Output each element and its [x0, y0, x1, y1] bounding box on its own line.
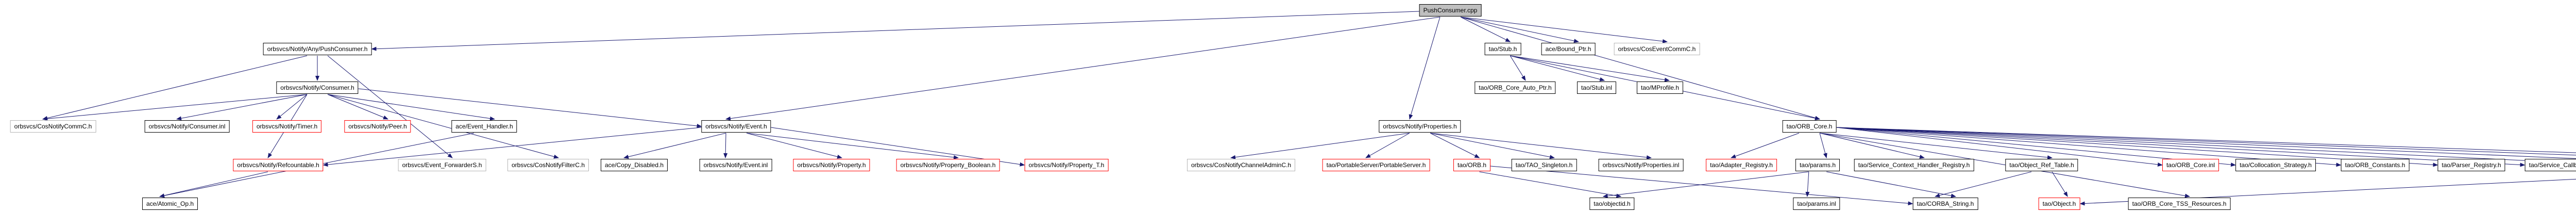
- node-eventinl[interactable]: orbsvcs/Notify/Event.inl: [699, 159, 772, 171]
- edge-cpp-event: [725, 17, 1440, 121]
- node-channeladmin: orbsvcs/CosNotifyChannelAdminC.h: [1187, 159, 1296, 171]
- edge-cpp-stub: [1460, 17, 1511, 42]
- node-consumer[interactable]: orbsvcs/Notify/Consumer.h: [276, 81, 359, 94]
- node-copydis[interactable]: ace/Copy_Disabled.h: [600, 159, 668, 171]
- edge-pch-cosnotifycomm: [42, 55, 308, 120]
- node-orbcoreinl[interactable]: tao/ORB_Core.inl: [2162, 159, 2219, 171]
- node-bound[interactable]: ace/Bound_Ptr.h: [1541, 43, 1596, 55]
- node-objreftable[interactable]: tao/Object_Ref_Table.h: [2005, 159, 2078, 171]
- edge-params-paramsinl: [1805, 171, 1810, 197]
- edge-orb-objectid: [1479, 171, 1622, 198]
- edge-consumer-event: [358, 88, 702, 128]
- node-tss[interactable]: tao/ORB_Core_TSS_Resources.h: [2128, 198, 2231, 210]
- edge-properties-singleton: [1430, 133, 1555, 159]
- edge-event-propbool: [746, 133, 959, 159]
- node-singleton[interactable]: tao/TAO_Singleton.h: [1511, 159, 1577, 171]
- node-atomic[interactable]: ace/Atomic_Op.h: [142, 198, 198, 210]
- edge-properties-orb: [1430, 133, 1480, 158]
- edge-event-copydis: [623, 133, 726, 159]
- edge-orbcore-objreftable: [1819, 133, 2053, 160]
- edge-orbcore-cleanup: [1836, 127, 2576, 159]
- edge-params-corbastring: [1826, 171, 1956, 198]
- edge-objreftable-corbastring: [1935, 171, 2032, 198]
- edge-orbcore-orbcoreinl: [1836, 127, 2163, 167]
- edge-cpp-orbcore: [1460, 17, 1820, 120]
- node-cosnotifycomm: orbsvcs/CosNotifyCommC.h: [10, 120, 96, 133]
- edge-consumer-peer: [327, 94, 388, 120]
- node-orbconstants[interactable]: tao/ORB_Constants.h: [2341, 159, 2410, 171]
- edge-stub-mprofile: [1510, 55, 1670, 82]
- node-mprofile[interactable]: tao/MProfile.h: [1636, 81, 1684, 94]
- edge-consumer-consumerinl: [176, 94, 308, 121]
- edge-stub-orbcoreauto: [1510, 55, 1526, 81]
- edge-orbcore-objectkey: [1836, 127, 2576, 156]
- edge-consumer-timer: [276, 94, 308, 120]
- edge-properties-propertiesinl: [1430, 133, 1652, 159]
- node-event[interactable]: orbsvcs/Notify/Event.h: [701, 120, 771, 133]
- edge-orbcore-params: [1819, 133, 1827, 158]
- edge-pch-forwarder: [327, 55, 453, 158]
- node-cpp: PushConsumer.cpp: [1419, 4, 1482, 17]
- node-filterc: orbsvcs/CosNotifyFilterC.h: [507, 159, 589, 171]
- node-paramsinl[interactable]: tao/params.inl: [1793, 198, 1840, 210]
- node-orbcoreauto[interactable]: tao/ORB_Core_Auto_Ptr.h: [1475, 81, 1556, 94]
- node-portableserver[interactable]: tao/PortableServer/PortableServer.h: [1322, 159, 1430, 171]
- node-consumerinl[interactable]: orbsvcs/Notify/Consumer.inl: [144, 120, 230, 133]
- node-peer[interactable]: orbsvcs/Notify/Peer.h: [344, 120, 411, 133]
- edge-event-property: [746, 133, 842, 159]
- edge-stub-stubinl: [1510, 55, 1605, 81]
- edge-cpp-properties: [1409, 17, 1440, 120]
- edge-event-propt: [771, 127, 1025, 167]
- node-propertiesinl[interactable]: orbsvcs/Notify/Properties.inl: [1598, 159, 1684, 171]
- node-object[interactable]: tao/Object.h: [2038, 198, 2080, 210]
- edge-orbcore-tss: [1819, 133, 2190, 198]
- node-timer[interactable]: orbsvcs/Notify/Timer.h: [252, 120, 322, 133]
- node-objectid[interactable]: tao/objectid.h: [1589, 198, 1635, 210]
- node-forwarder: orbsvcs/Event_ForwarderS.h: [398, 159, 486, 171]
- node-collocation[interactable]: tao/Collocation_Strategy.h: [2235, 159, 2316, 171]
- node-orbcore[interactable]: tao/ORB_Core.h: [1782, 120, 1837, 133]
- edge-orbcore-servicecb: [1836, 127, 2526, 167]
- node-eventhandler[interactable]: ace/Event_Handler.h: [451, 120, 517, 133]
- node-propbool[interactable]: orbsvcs/Notify/Property_Boolean.h: [896, 159, 1000, 171]
- edge-orbcore-schr: [1819, 133, 1925, 159]
- edge-properties-channeladmin: [1230, 133, 1410, 159]
- edge-consumer-eventhandler: [327, 94, 495, 121]
- edge-objectkey-object: [2079, 178, 2576, 206]
- node-pch[interactable]: orbsvcs/Notify/Any/PushConsumer.h: [263, 43, 372, 55]
- node-properties[interactable]: orbsvcs/Notify/Properties.h: [1379, 120, 1461, 133]
- edge-orbcore-faulttol: [1836, 127, 2576, 164]
- edge-consumer-filterc: [327, 94, 559, 159]
- node-stubinl[interactable]: tao/Stub.inl: [1577, 81, 1617, 94]
- node-params[interactable]: tao/params.h: [1795, 159, 1840, 171]
- edge-properties-portableserver: [1365, 133, 1410, 158]
- edge-orbcore-orbconstants: [1836, 127, 2342, 167]
- edge-orbcore-adapterreg: [1731, 133, 1800, 158]
- edge-event-refcountable: [323, 127, 702, 167]
- node-orb[interactable]: tao/ORB.h: [1453, 159, 1491, 171]
- node-refcountable[interactable]: orbsvcs/Notify/Refcountable.h: [233, 159, 324, 171]
- node-corbastring[interactable]: tao/CORBA_String.h: [1912, 198, 1978, 210]
- edge-objreftable-object: [2052, 171, 2068, 197]
- node-schr[interactable]: tao/Service_Context_Handler_Registry.h: [1854, 159, 1974, 171]
- edge-cpp-bound: [1460, 17, 1579, 43]
- edge-consumer-cosnotifycomm: [42, 94, 308, 121]
- edge-orbcore-parserreg: [1836, 127, 2438, 167]
- node-property[interactable]: orbsvcs/Notify/Property.h: [793, 159, 870, 171]
- edge-orbcore-collocation: [1836, 127, 2236, 167]
- edge-event-eventinl: [723, 133, 728, 158]
- edge-cpp-pch: [371, 11, 1419, 51]
- edge-orbcore-invocation: [1836, 127, 2576, 153]
- node-cosevent: orbsvcs/CosEventCommC.h: [1614, 43, 1700, 55]
- node-servicecb[interactable]: tao/Service_Callbacks.h: [2524, 159, 2576, 171]
- edge-params-objectid: [1602, 171, 1809, 198]
- edge-refcountable-atomic: [159, 171, 268, 198]
- node-propt[interactable]: orbsvcs/Notify/Property_T.h: [1024, 159, 1109, 171]
- node-parserreg[interactable]: tao/Parser_Registry.h: [2437, 159, 2505, 171]
- node-stub[interactable]: tao/Stub.h: [1484, 43, 1521, 55]
- node-adapterreg[interactable]: tao/Adapter_Registry.h: [1706, 159, 1777, 171]
- edge-cpp-cosevent: [1460, 17, 1668, 43]
